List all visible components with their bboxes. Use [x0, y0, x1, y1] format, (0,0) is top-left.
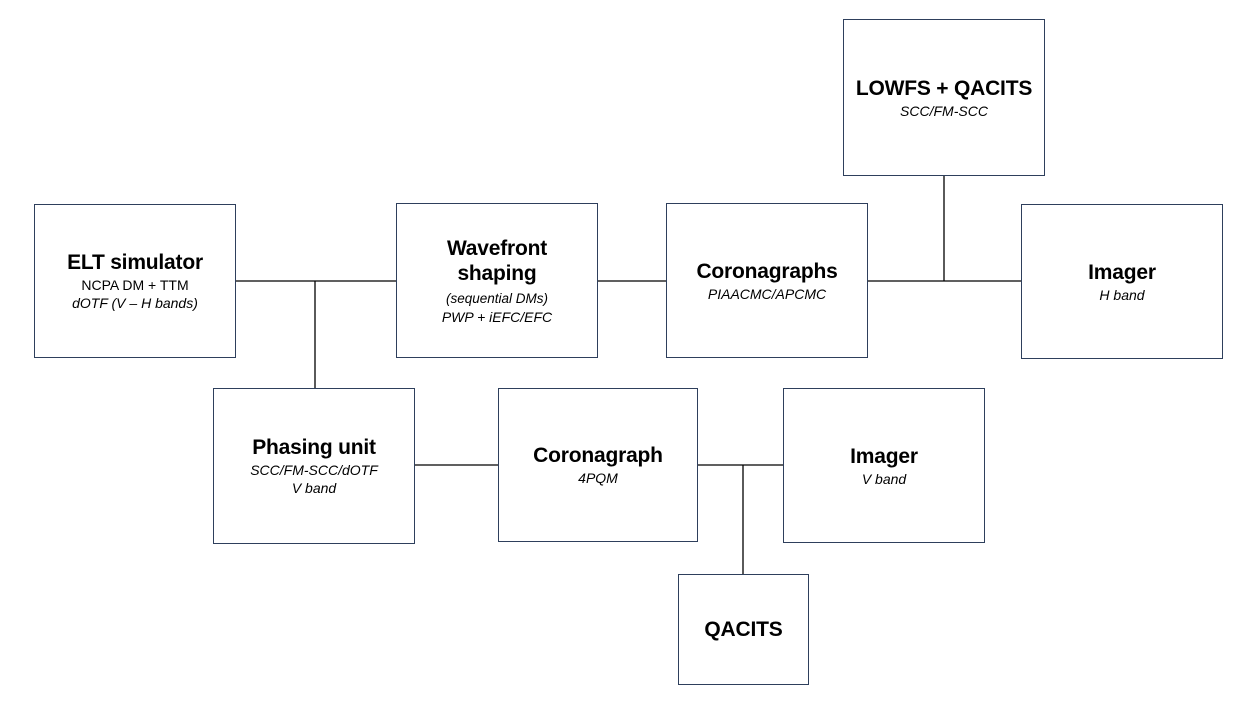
wavefront-shaping-line2: PWP + iEFC/EFC [441, 308, 553, 325]
phasing-unit-line1: SCC/FM-SCC/dOTF [250, 462, 378, 478]
elt-simulator-line1: NCPA DM + TTM [81, 277, 189, 293]
imager-h-box: Imager H band [1021, 204, 1223, 359]
phasing-unit-box: Phasing unit SCC/FM-SCC/dOTF V band [213, 388, 415, 544]
elt-simulator-box: ELT simulator NCPA DM + TTM dOTF (V – H … [34, 204, 236, 358]
coronagraph-box: Coronagraph 4PQM [498, 388, 698, 542]
imager-v-title: Imager [850, 444, 918, 468]
wavefront-shaping-title-1: Wavefront [446, 236, 548, 260]
coronagraphs-box: Coronagraphs PIAACMC/APCMC [666, 203, 868, 358]
qacits-box: QACITS [678, 574, 809, 685]
wavefront-shaping-line1: (sequential DMs) [445, 290, 549, 306]
elt-simulator-title: ELT simulator [67, 251, 203, 274]
coronagraphs-title: Coronagraphs [696, 259, 838, 283]
qacits-title: QACITS [704, 617, 783, 641]
lowfs-qacits-box: LOWFS + QACITS SCC/FM-SCC [843, 19, 1045, 176]
coronagraph-line1: 4PQM [578, 470, 618, 486]
imager-v-box: Imager V band [783, 388, 985, 543]
phasing-unit-line2: V band [291, 480, 337, 496]
wavefront-shaping-box: Wavefront shaping (sequential DMs) PWP +… [396, 203, 598, 358]
phasing-unit-title: Phasing unit [252, 436, 376, 459]
wavefront-shaping-title-2: shaping [457, 261, 537, 285]
imager-h-line1: H band [1099, 286, 1145, 303]
coronagraphs-line1: PIAACMC/APCMC [707, 285, 827, 302]
coronagraph-title: Coronagraph [533, 444, 663, 467]
lowfs-qacits-title: LOWFS + QACITS [855, 76, 1033, 100]
imager-v-line1: V band [861, 470, 907, 487]
imager-h-title: Imager [1088, 260, 1156, 284]
lowfs-qacits-line1: SCC/FM-SCC [900, 102, 988, 119]
elt-simulator-line2: dOTF (V – H bands) [72, 295, 198, 311]
